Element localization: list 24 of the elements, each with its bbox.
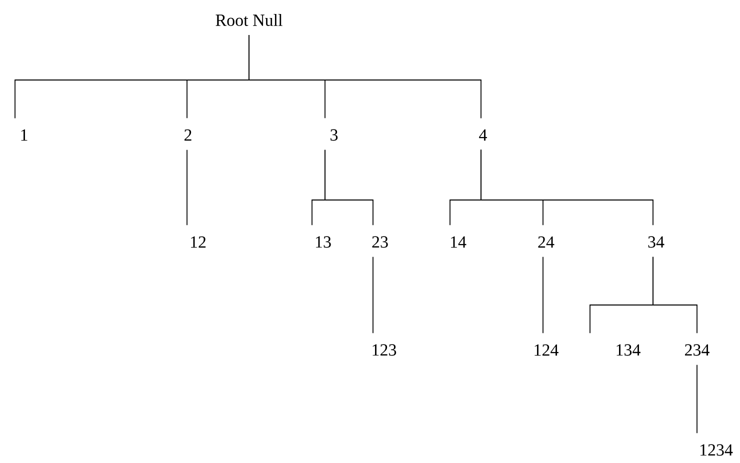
tree-label: 124: [534, 344, 558, 356]
tree-label: 3: [330, 129, 338, 141]
tree-label: 4: [479, 129, 487, 141]
tree-label: 123: [372, 344, 396, 356]
tree-label: 24: [538, 236, 554, 248]
tree-label: 1: [21, 129, 28, 141]
tree-label: Root Null: [216, 14, 282, 26]
tree-line: [542, 256, 544, 334]
tree-label: 14: [451, 236, 466, 248]
tree-label: 12: [191, 236, 206, 248]
tree-line: [186, 149, 188, 226]
tree-label: 134: [616, 344, 640, 356]
tree-label: 34: [648, 236, 664, 248]
tree-label: 2: [184, 129, 192, 141]
tree-line: [696, 364, 698, 434]
tree-line: [248, 34, 482, 119]
tree-label: 1234: [700, 444, 733, 456]
tree-label: 13: [316, 236, 331, 248]
tree-line: [480, 149, 654, 226]
tree-label: 234: [685, 344, 710, 356]
tree-line: [652, 256, 698, 334]
tree-line: [372, 256, 374, 334]
tree-label: 23: [372, 236, 388, 248]
tree-line: [324, 149, 374, 226]
